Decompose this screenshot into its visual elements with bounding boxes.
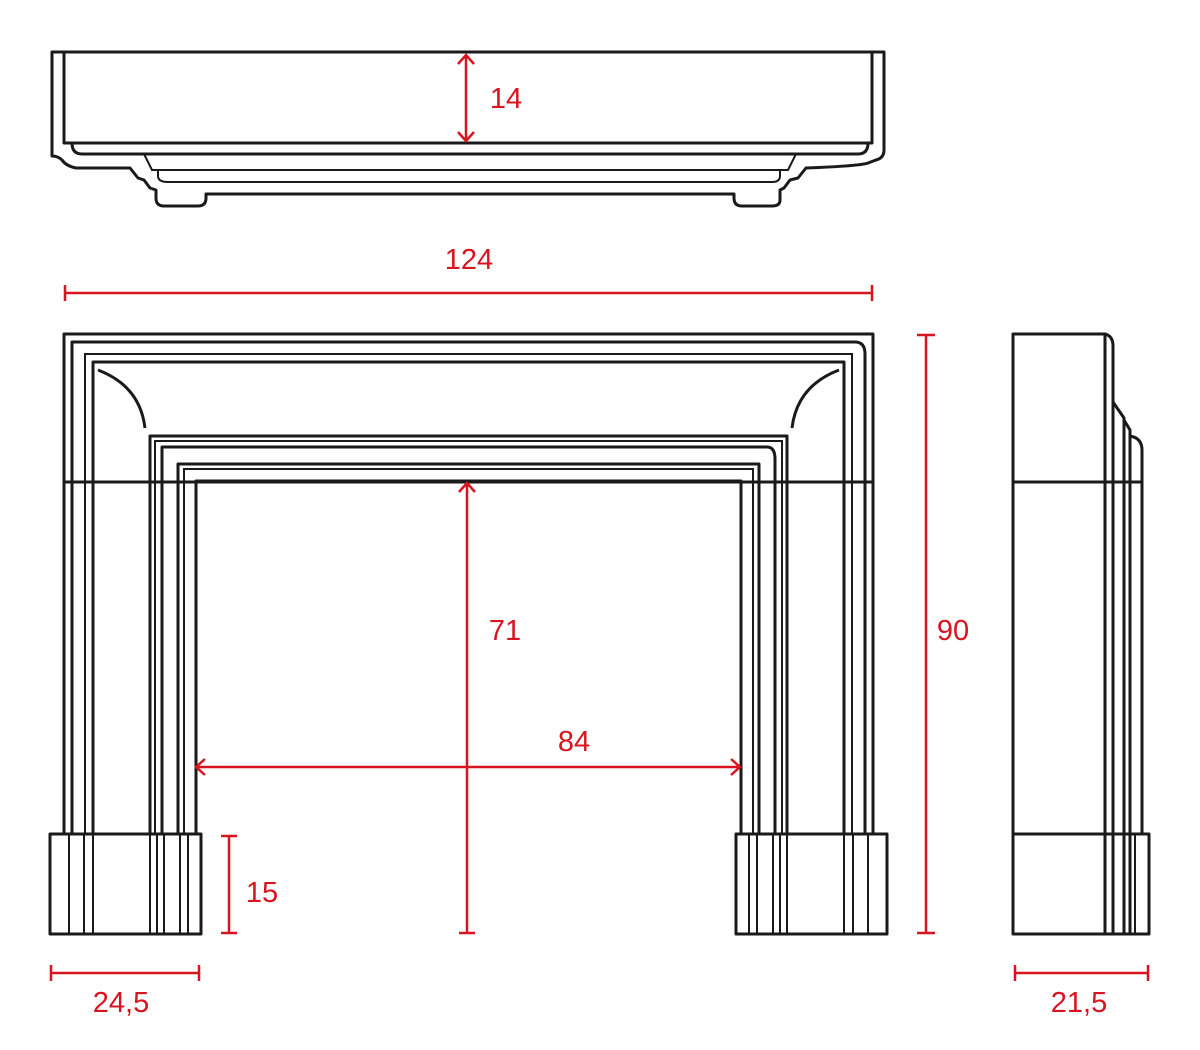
label-opening-height: 71 <box>489 615 521 647</box>
dimension-depth: 21,5 <box>1013 965 1150 1019</box>
dimension-opening-height: 71 <box>458 481 521 935</box>
dimension-opening-width: 84 <box>194 726 742 776</box>
label-opening-width: 84 <box>558 726 590 758</box>
dimension-overall-height: 90 <box>917 333 969 935</box>
label-overall-width: 124 <box>445 244 493 276</box>
label-depth: 21,5 <box>1051 987 1107 1019</box>
label-overall-height: 90 <box>937 615 969 647</box>
dimension-overall-width: 124 <box>63 244 874 301</box>
side-view <box>1011 332 1151 936</box>
label-leg-width: 24,5 <box>93 987 149 1019</box>
left-plinth <box>48 832 203 936</box>
label-shelf-height: 14 <box>490 83 522 115</box>
dimension-plinth-height: 15 <box>221 834 278 935</box>
top-view <box>50 50 886 208</box>
dimension-shelf-height: 14 <box>457 53 522 143</box>
label-plinth-height: 15 <box>246 877 278 909</box>
right-plinth <box>734 832 889 936</box>
dimension-leg-width: 24,5 <box>49 965 201 1019</box>
front-view <box>48 332 889 936</box>
